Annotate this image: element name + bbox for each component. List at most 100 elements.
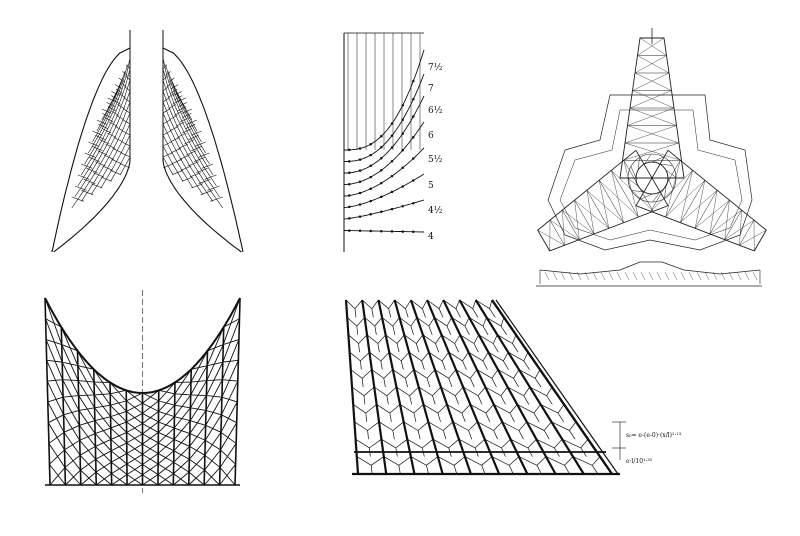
lattice-cell [389, 404, 401, 414]
lattice-cell [468, 351, 484, 362]
shell-diagonal [142, 432, 159, 445]
shell-diagonal [95, 446, 112, 463]
shell-diagonal [173, 471, 190, 486]
shell-diagonal [189, 433, 206, 441]
elevation-hatch [560, 271, 566, 281]
curve-label: 7 [428, 84, 434, 94]
shell-diagonal [77, 380, 95, 409]
arm-diagonal [574, 200, 610, 229]
lattice-cell [458, 438, 476, 449]
lattice-cell [557, 404, 565, 414]
lattice-cell [477, 395, 483, 405]
central-ring-outer [627, 153, 677, 203]
lattice-cell [398, 456, 412, 466]
curve-tick [358, 203, 362, 206]
hanging-curve [344, 73, 425, 162]
lattice-cell [426, 369, 436, 379]
shell-diagonal [173, 433, 191, 452]
lattice-member [182, 113, 192, 118]
lattice-cell [489, 299, 493, 309]
lattice-cell [453, 465, 458, 475]
lattice-cell [437, 412, 441, 422]
lattice-cell [399, 317, 412, 327]
lattice-cell [388, 308, 392, 318]
shell-diagonal [46, 360, 64, 398]
shell-diagonal [190, 380, 208, 409]
shell-diagonal [220, 422, 238, 451]
arch-inner-curve [162, 159, 242, 253]
shell-diagonal [111, 463, 128, 474]
lattice-member [102, 113, 112, 118]
shell-diagonal [62, 379, 79, 382]
curve-tick [412, 179, 415, 182]
curve-label: 6 [428, 131, 434, 141]
lattice-cell [367, 421, 380, 431]
arm-rib [694, 190, 718, 229]
shell-diagonal [61, 361, 80, 396]
lattice-cell [446, 325, 452, 335]
lattice-member [81, 163, 93, 169]
elevation-hatch [568, 271, 574, 281]
lattice-member [122, 71, 128, 76]
shell-diagonal [173, 461, 190, 473]
ring-spoke [664, 185, 667, 199]
lattice-member [162, 141, 173, 147]
elevation-hatch [736, 271, 742, 281]
shell-diagonal [94, 393, 111, 396]
lattice-member [171, 148, 181, 153]
arm-diagonal [629, 107, 677, 126]
lattice-cell [370, 465, 373, 475]
lattice-cell [356, 317, 365, 327]
lattice-member [172, 170, 184, 175]
lattice-cell [381, 317, 394, 327]
lattice-cell [461, 412, 466, 422]
curve-label: 5½ [428, 154, 443, 165]
lattice-member [89, 157, 100, 162]
lattice-cell [371, 369, 385, 379]
lattice-cell [503, 352, 509, 362]
lattice-cell [383, 378, 386, 388]
arch-inner-curve [53, 159, 131, 253]
lattice-cell [468, 317, 484, 327]
arm-diagonal [586, 190, 624, 223]
hanging-curve [343, 199, 425, 220]
lattice-member [120, 152, 131, 158]
lattice-member [172, 99, 181, 105]
lattice-cell [554, 438, 563, 449]
arm-diagonal [724, 200, 730, 240]
ring-spoke [665, 169, 677, 178]
arm-rib [574, 200, 595, 235]
lattice-cell [536, 456, 547, 466]
lattice-cell [446, 317, 453, 327]
hanging-curve [344, 49, 425, 151]
shell-diagonal [110, 389, 127, 395]
arm-diagonal [680, 170, 693, 223]
lattice-cell [455, 386, 464, 396]
lattice-member [112, 148, 122, 153]
shell-diagonal [48, 431, 65, 444]
arm-diagonal [622, 142, 680, 161]
shell-diagonal [157, 473, 174, 486]
shell-diagonal [93, 368, 111, 395]
shell-diagonal [47, 401, 65, 433]
elevation-hatch [704, 271, 710, 281]
lattice-cell [408, 351, 422, 362]
shell-diagonal [205, 397, 223, 426]
shell-diagonal [78, 425, 96, 447]
shell-rib [44, 297, 51, 486]
arm-rib [724, 210, 742, 240]
lattice-cell [361, 369, 373, 379]
lattice-cell [400, 360, 404, 370]
curve-tick [390, 160, 394, 163]
lattice-cell [462, 360, 467, 370]
hanging-curve [343, 121, 425, 185]
lattice-cell [527, 447, 533, 457]
ring-spoke [631, 190, 645, 193]
lattice-cell [482, 352, 489, 362]
lattice-cell [448, 378, 453, 388]
elevation-hatch [616, 271, 622, 281]
lattice-member [210, 196, 223, 202]
lattice-cell [508, 351, 524, 362]
lattice-cell [536, 438, 555, 449]
lattice-cell [484, 438, 502, 449]
